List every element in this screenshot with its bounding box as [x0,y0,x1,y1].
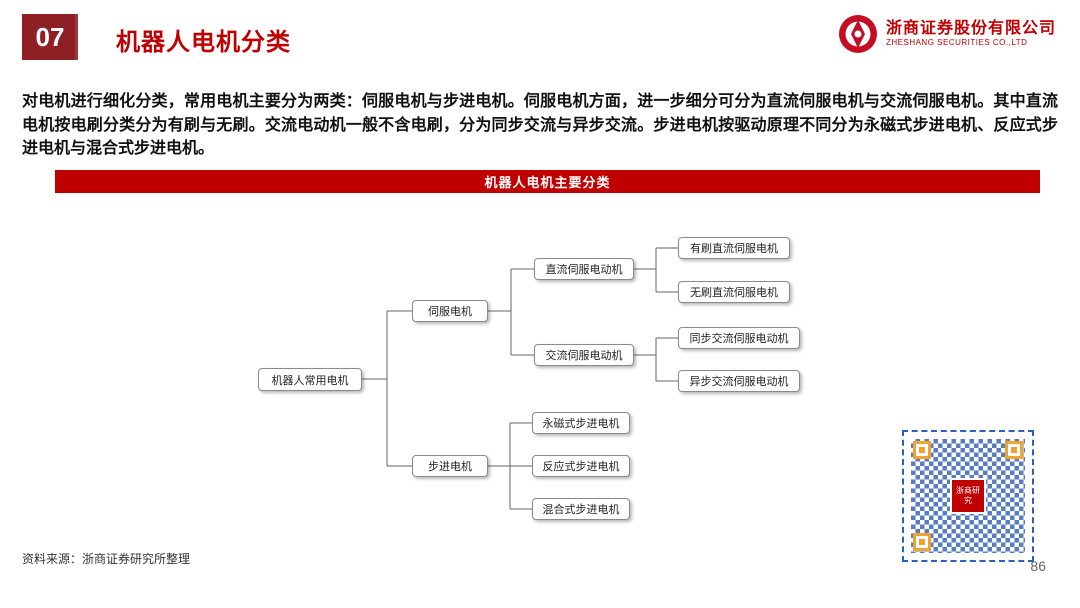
qr-eye-top-left [913,441,931,459]
company-name-en: ZHESHANG SECURITIES CO.,LTD [885,38,1028,48]
company-logo-icon [838,14,878,54]
tree-node-dc-servo: 直流伺服电动机 [534,258,634,280]
source-note: 资料来源：浙商证券研究所整理 [22,552,191,566]
tree-node-ac-servo: 交流伺服电动机 [534,344,634,366]
qr-center-label: 浙商研究 [950,478,986,514]
company-logo: 浙商证券股份有限公司 ZHESHANG SECURITIES CO.,LTD [838,14,1056,54]
qr-code: 浙商研究 [902,430,1034,562]
tree-node-step-hybrid: 混合式步进电机 [532,498,630,520]
tree-node-ac-sync: 同步交流伺服电动机 [678,327,800,349]
tree-node-stepper: 步进电机 [412,455,488,477]
tree-node-dc-brushed: 有刷直流伺服电机 [678,237,790,259]
tree-node-dc-brushless: 无刷直流伺服电机 [678,281,790,303]
summary-paragraph: 对电机进行细化分类，常用电机主要分为两类：伺服电机与步进电机。伺服电机方面，进一… [22,93,1058,158]
slide-number-badge: 07 [22,14,78,60]
company-name: 浙商证券股份有限公司 ZHESHANG SECURITIES CO.,LTD [886,19,1056,49]
qr-eye-bottom-left [913,533,931,551]
tree-node-step-reactive: 反应式步进电机 [532,455,630,477]
tree-node-servo: 伺服电机 [412,300,488,322]
page-number: 86 [1030,558,1046,574]
page-title: 机器人电机分类 [116,29,291,56]
figure-title-banner: 机器人电机主要分类 [55,170,1040,193]
tree-node-ac-async: 异步交流伺服电动机 [678,370,800,392]
qr-eye-top-right [1005,441,1023,459]
company-name-cn: 浙商证券股份有限公司 [885,20,1056,38]
tree-node-step-pm: 永磁式步进电机 [532,412,630,434]
tree-node-root: 机器人常用电机 [258,368,362,391]
